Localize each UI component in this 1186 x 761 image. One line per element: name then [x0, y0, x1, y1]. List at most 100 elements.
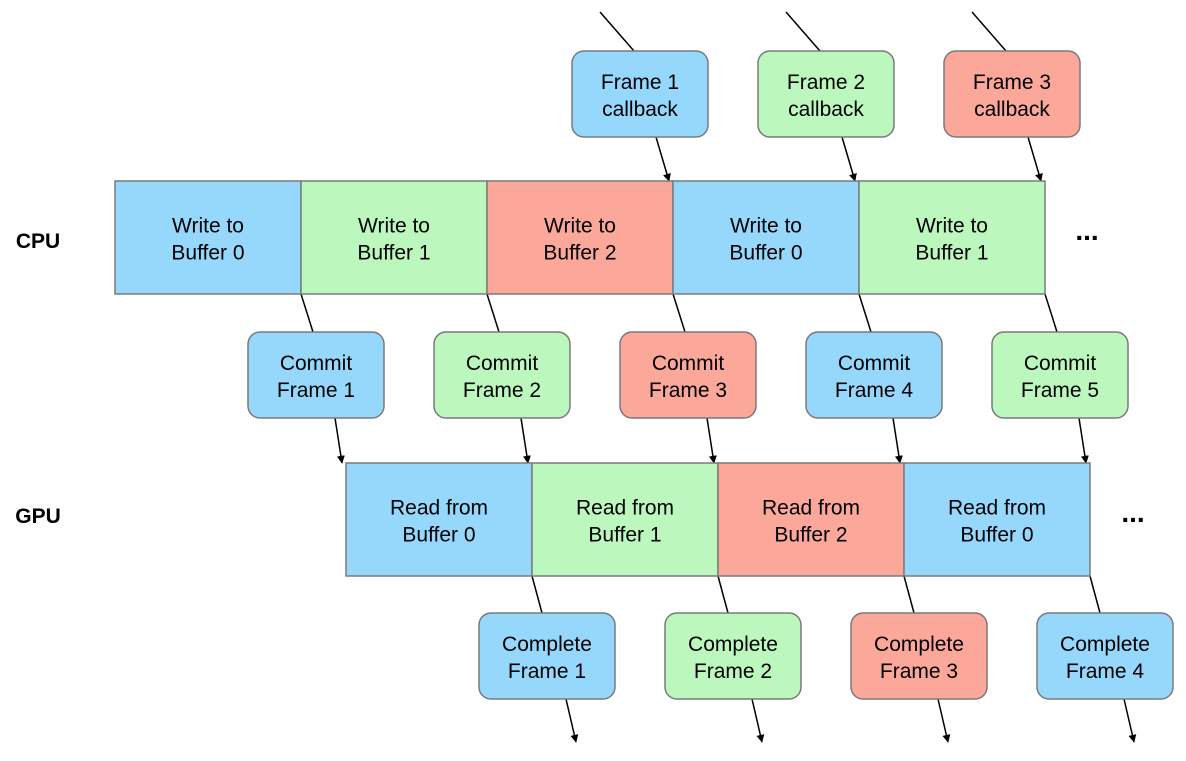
- complete-arrow: [751, 698, 765, 743]
- commit-box-label-line2: Frame 5: [1021, 379, 1099, 402]
- gpu-block-label-line2: Buffer 0: [960, 524, 1033, 547]
- gpu-lane-label: GPU: [15, 505, 61, 528]
- cpu-block-label-line1: Write to: [730, 215, 802, 238]
- cpu-block-label-line2: Buffer 1: [915, 242, 988, 265]
- commit-box-bg: [805, 331, 943, 419]
- cpu-block-label-line2: Buffer 0: [171, 242, 244, 265]
- complete-box-label-line2: Frame 4: [1066, 660, 1145, 683]
- complete-input-line: [717, 575, 729, 614]
- callback-box-3: Frame 3 callback: [943, 50, 1081, 138]
- callback-box-1: Frame 1 callback: [571, 50, 709, 138]
- gpu-block-label-line1: Read from: [762, 497, 860, 520]
- lane-labels: CPU GPU ... ...: [15, 215, 1144, 528]
- commit-box-bg: [433, 331, 571, 419]
- commit-arrow: [334, 417, 345, 464]
- gpu-block-bg: [903, 462, 1091, 577]
- cpu-continuation-ellipsis: ...: [1075, 215, 1098, 246]
- complete-box-label-line1: Complete: [688, 633, 778, 656]
- gpu-block-label-line2: Buffer 0: [402, 524, 475, 547]
- complete-input-line: [1089, 575, 1101, 614]
- connectors: [300, 11, 1137, 743]
- complete-box-bg: [850, 612, 988, 700]
- callback-arrow: [1027, 136, 1043, 182]
- cpu-block-label-line1: Write to: [544, 215, 616, 238]
- commit-input-line: [300, 293, 314, 333]
- commit-input-line: [672, 293, 686, 333]
- commit-arrow: [520, 417, 531, 464]
- commit-input-line: [858, 293, 872, 333]
- commit-box-bg: [991, 331, 1129, 419]
- commit-box-bg: [619, 331, 757, 419]
- callback-row: Frame 1 callback Frame 2 callback Frame 3 cal…: [571, 50, 1081, 138]
- callback-arrow: [841, 136, 857, 182]
- complete-box-bg: [664, 612, 802, 700]
- complete-box-label-line2: Frame 1: [508, 660, 586, 683]
- complete-arrow: [1123, 698, 1137, 743]
- commit-box-label-line1: Commit: [838, 352, 910, 375]
- gpu-block-label-line1: Read from: [576, 497, 674, 520]
- callback-input-line: [971, 11, 1007, 52]
- cpu-block-label-line2: Buffer 0: [729, 242, 802, 265]
- complete-box-label-line2: Frame 3: [880, 660, 958, 683]
- complete-box-bg: [478, 612, 616, 700]
- complete-arrow: [937, 698, 951, 743]
- gpu-block-bg: [717, 462, 905, 577]
- cpu-block-label-line1: Write to: [172, 215, 244, 238]
- callback-box-label-line1: Frame 3: [973, 71, 1051, 94]
- gpu-block-bg: [531, 462, 719, 577]
- callback-box-label-line1: Frame 1: [601, 71, 679, 94]
- gpu-continuation-ellipsis: ...: [1121, 497, 1144, 528]
- complete-box-label-line2: Frame 2: [694, 660, 772, 683]
- callback-box-label-line2: callback: [974, 98, 1050, 121]
- cpu-block-label-line2: Buffer 1: [357, 242, 430, 265]
- complete-arrow: [565, 698, 579, 743]
- callback-arrow: [655, 136, 671, 182]
- complete-input-line: [531, 575, 543, 614]
- commit-box-label-line1: Commit: [1024, 352, 1096, 375]
- commit-box-label-line1: Commit: [652, 352, 724, 375]
- commit-box-label-line1: Commit: [466, 352, 538, 375]
- gpu-block-label-line2: Buffer 1: [588, 524, 661, 547]
- cpu-block-bg: [114, 180, 302, 295]
- cpu-block-bg: [300, 180, 488, 295]
- commit-input-line: [486, 293, 500, 333]
- cpu-block-bg: [672, 180, 860, 295]
- complete-box-label-line1: Complete: [874, 633, 964, 656]
- cpu-block-bg: [486, 180, 674, 295]
- complete-box-bg: [1036, 612, 1174, 700]
- commit-arrow: [706, 417, 717, 464]
- callback-box-label-line1: Frame 2: [787, 71, 865, 94]
- commit-box-label-line2: Frame 2: [463, 379, 541, 402]
- commit-arrow: [892, 417, 903, 464]
- commit-arrow: [1078, 417, 1089, 464]
- callback-box-bg: [943, 50, 1081, 138]
- cpu-block-4: Write to Buffer 0: [672, 180, 860, 295]
- complete-box-label-line1: Complete: [502, 633, 592, 656]
- cpu-block-label-line1: Write to: [358, 215, 430, 238]
- commit-input-line: [1044, 293, 1058, 333]
- cpu-block-1: Write to Buffer 0: [114, 180, 302, 295]
- callback-box-label-line2: callback: [788, 98, 864, 121]
- callback-input-line: [599, 11, 635, 52]
- callback-box-bg: [571, 50, 709, 138]
- commit-box-label-line2: Frame 1: [277, 379, 355, 402]
- commit-box-label-line2: Frame 3: [649, 379, 727, 402]
- callback-box-label-line2: callback: [602, 98, 678, 121]
